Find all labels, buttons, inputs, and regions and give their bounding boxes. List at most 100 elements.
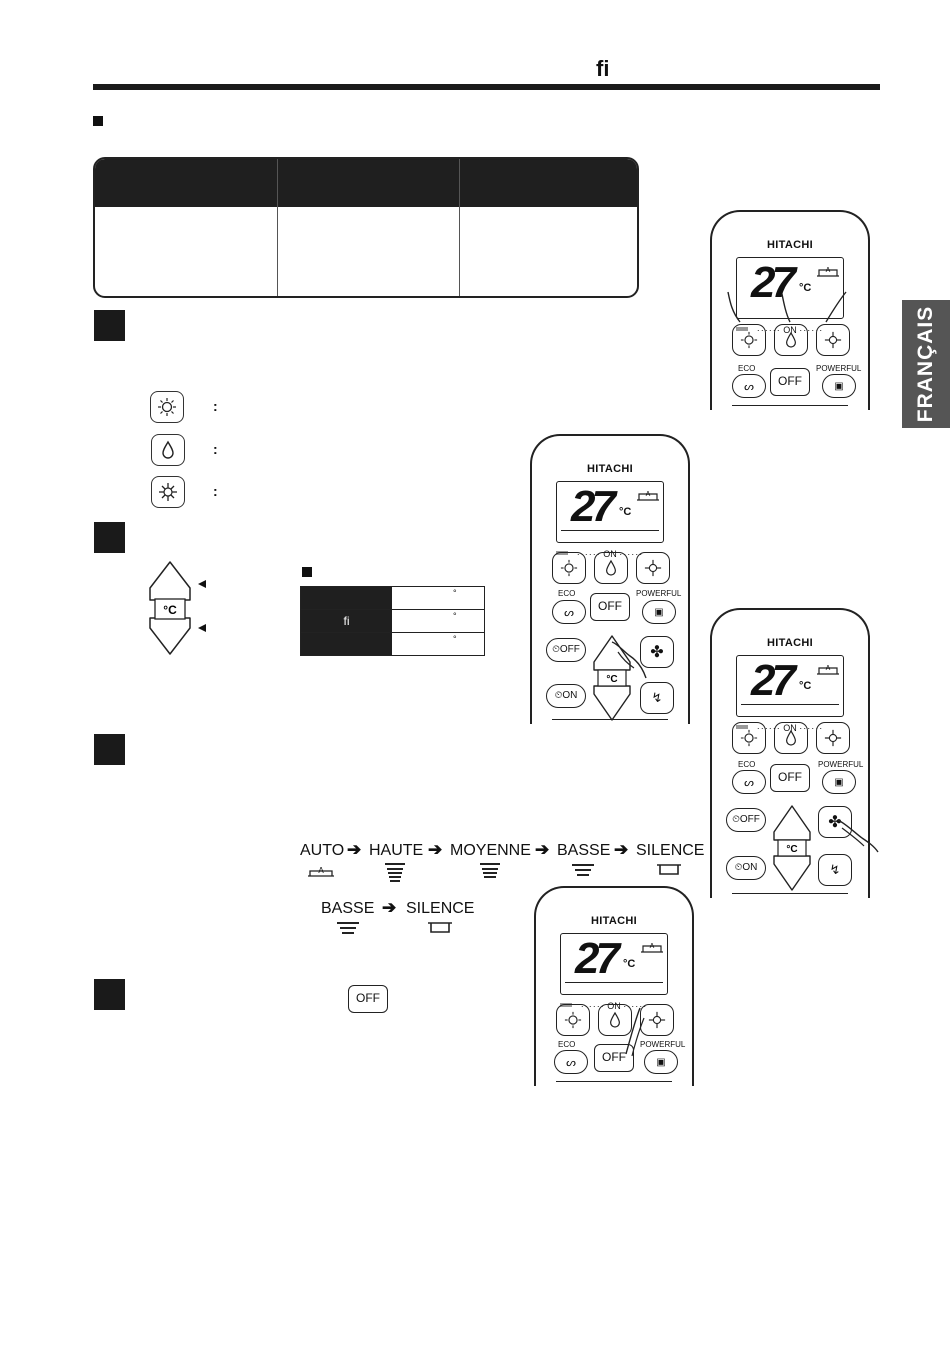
eco-button[interactable]: ᔕ [732, 374, 766, 398]
swing-button[interactable]: ↯ [818, 854, 852, 886]
fan-speed-moyenne: MOYENNE [450, 842, 531, 859]
dehumidify-icon [786, 729, 796, 746]
dehumidify-button[interactable] [774, 722, 808, 754]
remote-off-button[interactable]: OFF [590, 593, 630, 621]
fan-silent-icon [657, 864, 681, 875]
timer-on-button[interactable]: ⏲ON [726, 856, 766, 880]
mode-table-header [95, 159, 637, 207]
svg-text:A: A [318, 866, 324, 875]
eco-label: ECO [558, 1040, 576, 1049]
timer-off-button[interactable]: ⏲OFF [546, 638, 586, 662]
heat-icon [158, 398, 176, 416]
temperature-unit: °C [619, 506, 632, 518]
svg-text:A: A [650, 943, 655, 950]
fan-speed-basse: BASSE [557, 842, 611, 859]
table-row: ° [300, 586, 485, 610]
powerful-label: POWERFUL [816, 364, 862, 373]
mode-table [93, 157, 639, 298]
arrow-right-icon: ➔ [382, 898, 397, 917]
arrow-right-icon: ➔ [535, 840, 550, 859]
table-divider [459, 159, 460, 296]
temperature-rocker-button[interactable]: °C [770, 804, 814, 892]
eco-button[interactable]: ᔕ [732, 770, 766, 794]
svg-text:°C: °C [163, 603, 177, 617]
fan-low-icon [337, 922, 359, 934]
dehumidify-button[interactable] [594, 552, 628, 584]
on-label: ON [603, 549, 617, 559]
cool-icon [159, 483, 177, 501]
heat-icon [560, 559, 578, 577]
dehumidify-button[interactable] [774, 324, 808, 356]
powerful-button[interactable]: ▣ [642, 600, 676, 624]
remote-off-button[interactable]: OFF [594, 1044, 634, 1072]
temperature-readout: 27 [575, 934, 620, 983]
on-label: ON [783, 723, 797, 733]
svg-text:A: A [826, 665, 831, 672]
heat-icon [740, 729, 758, 747]
cool-button[interactable] [151, 476, 185, 508]
eco-label: ECO [738, 760, 756, 769]
cool-button[interactable] [640, 1004, 674, 1036]
arrow-right-icon: ➔ [428, 840, 443, 859]
svg-text:A: A [646, 491, 651, 498]
on-label: ON [607, 1001, 621, 1011]
fan-auto-icon: A [641, 943, 663, 953]
remote-display: 27 °C A [736, 655, 844, 717]
off-button[interactable]: OFF [348, 985, 388, 1013]
temperature-rocker-button[interactable]: °C [146, 558, 218, 658]
mode-separator: : [213, 441, 218, 457]
arrow-right-icon: ➔ [347, 840, 362, 859]
header-rule [93, 84, 880, 90]
timer-off-button[interactable]: ⏲OFF [726, 808, 766, 832]
cool-icon [824, 331, 842, 349]
fan-high-icon [385, 863, 405, 882]
cool-icon [644, 559, 662, 577]
powerful-label: POWERFUL [818, 760, 864, 769]
remote-off-button[interactable]: OFF [770, 368, 810, 396]
dehumidify-button[interactable] [598, 1004, 632, 1036]
timer-on-button[interactable]: ⏲ON [546, 684, 586, 708]
eco-label: ECO [558, 589, 576, 598]
powerful-button[interactable]: ▣ [822, 374, 856, 398]
temperature-readout: 27 [751, 656, 796, 705]
fan-auto-icon: A [817, 665, 839, 675]
fan-speed-basse: BASSE [321, 900, 375, 917]
page-title: fi [596, 56, 610, 81]
language-tab: FRANÇAIS [902, 300, 950, 428]
dehumidify-icon [162, 440, 174, 459]
heat-button[interactable] [150, 391, 184, 423]
mode-separator: : [213, 483, 218, 499]
fan-silent-icon [428, 922, 452, 933]
fan-speed-button[interactable]: ✤ [818, 806, 852, 838]
powerful-button[interactable]: ▣ [822, 770, 856, 794]
eco-label: ECO [738, 364, 756, 373]
temperature-table: ° fi ° ° [300, 586, 485, 656]
cool-icon [824, 729, 842, 747]
powerful-label: POWERFUL [636, 589, 682, 598]
heat-button[interactable] [732, 722, 766, 754]
remote-display: 27 °C A [736, 257, 844, 319]
heat-button[interactable] [732, 324, 766, 356]
temperature-unit: °C [623, 958, 636, 970]
temp-table-bullet [302, 567, 312, 577]
eco-button[interactable]: ᔕ [552, 600, 586, 624]
heat-button[interactable] [552, 552, 586, 584]
dehumidify-button[interactable] [151, 434, 185, 466]
fan-speed-silence: SILENCE [406, 900, 475, 917]
remote-off-button[interactable]: OFF [770, 764, 810, 792]
brand-logo: HITACHI [587, 463, 633, 475]
cool-button[interactable] [636, 552, 670, 584]
remote-display: 27 °C A [556, 481, 664, 543]
temperature-rocker-button[interactable]: °C [590, 634, 634, 722]
remote-control-fan: HITACHI 27 °C A ······ ON ······ ECO ᔕ O… [710, 608, 870, 898]
step-2-marker [94, 522, 125, 553]
cool-button[interactable] [816, 722, 850, 754]
fan-speed-button[interactable]: ✤ [640, 636, 674, 668]
cool-button[interactable] [816, 324, 850, 356]
swing-button[interactable]: ↯ [640, 682, 674, 714]
eco-button[interactable]: ᔕ [554, 1050, 588, 1074]
heat-button[interactable] [556, 1004, 590, 1036]
dehumidify-icon [606, 559, 616, 576]
remote-control-temperature: HITACHI 27 °C A ······ ON ······ ECO ᔕ O… [530, 434, 690, 724]
powerful-button[interactable]: ▣ [644, 1050, 678, 1074]
